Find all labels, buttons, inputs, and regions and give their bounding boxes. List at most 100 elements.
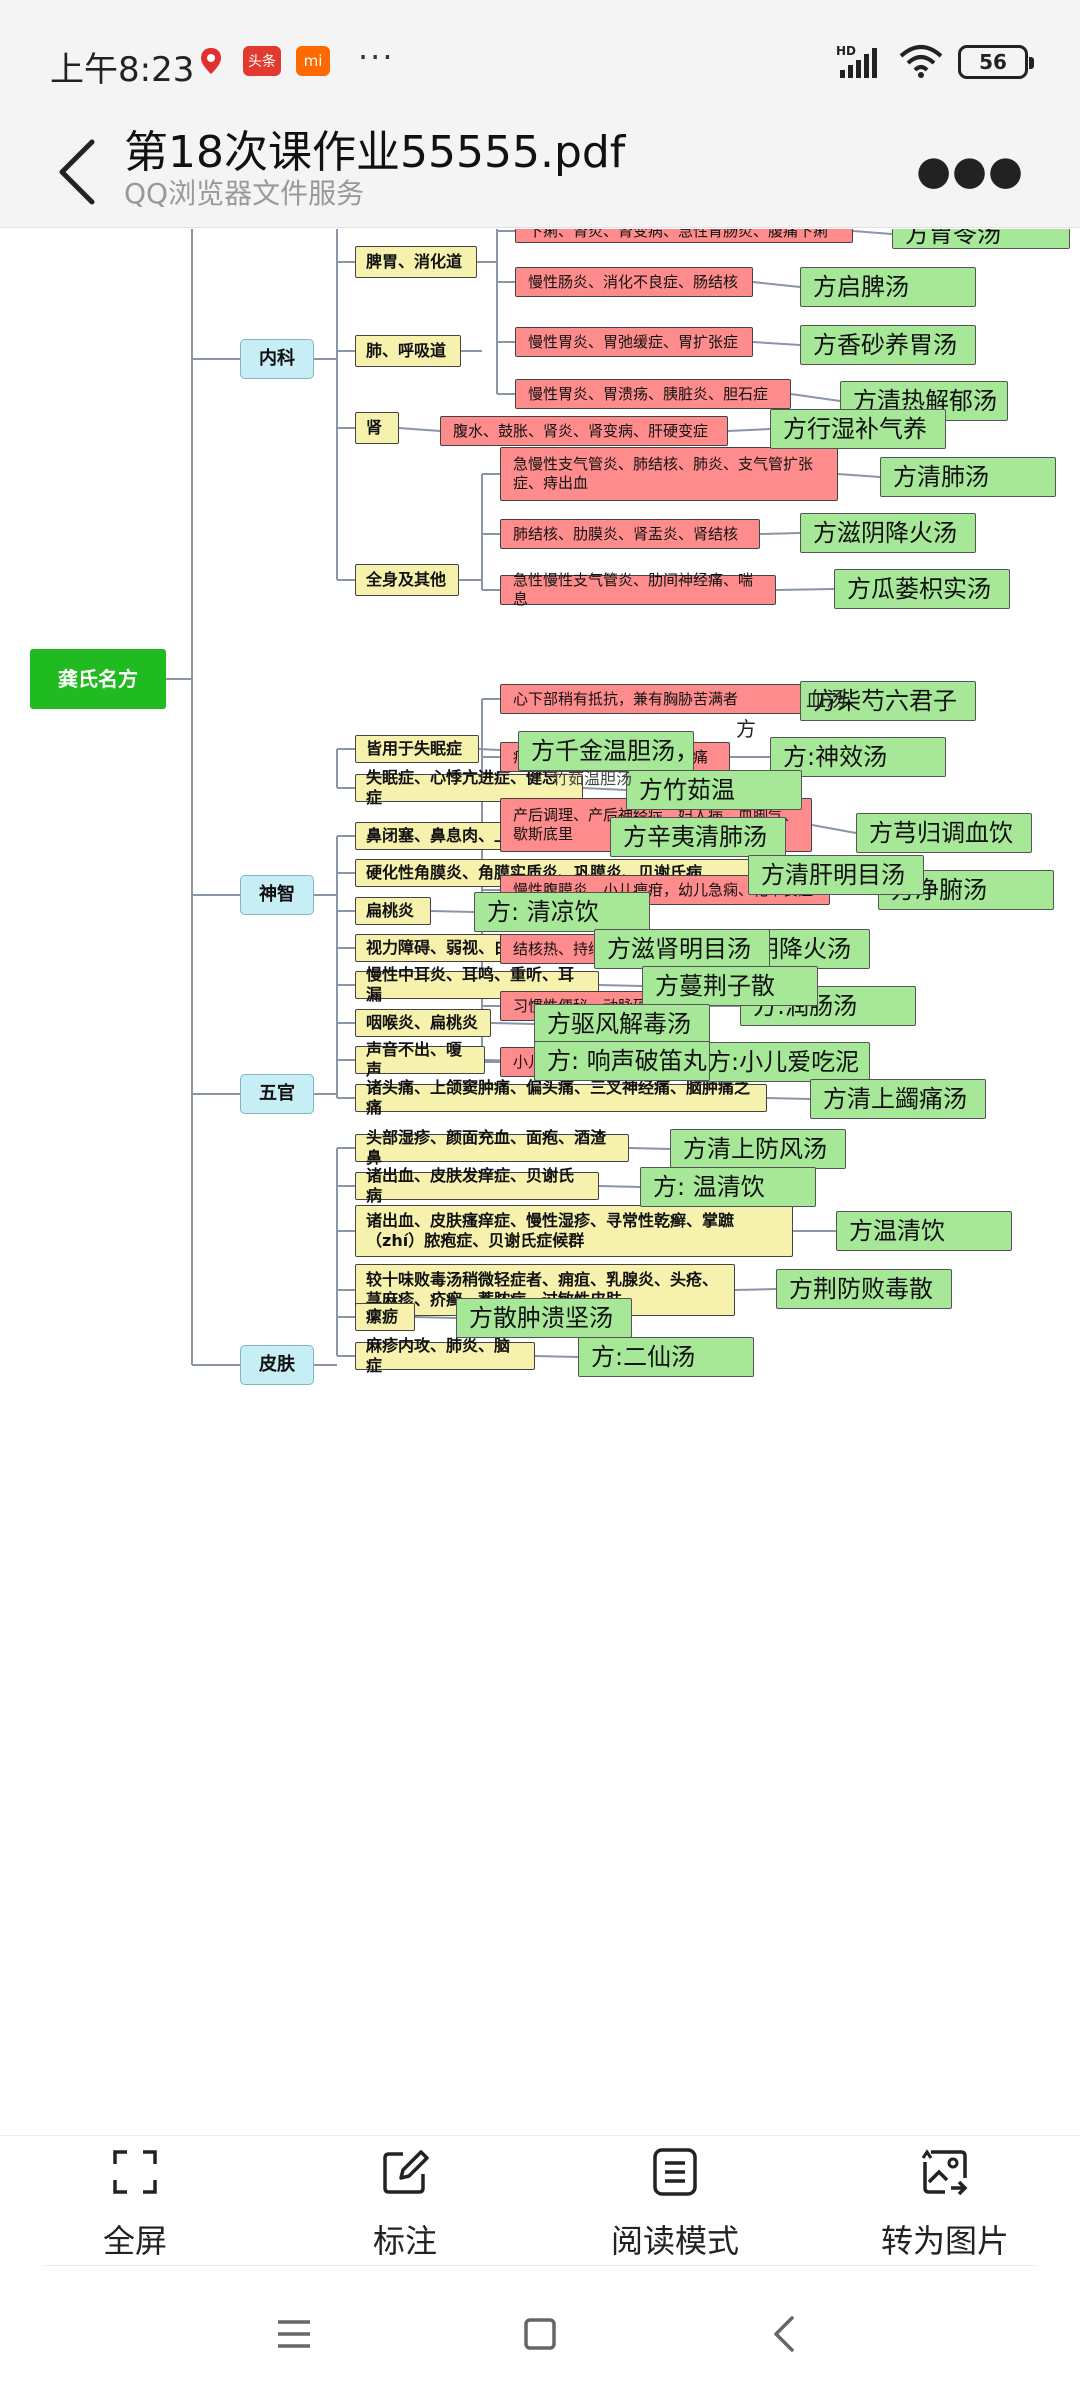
symptom-node: 慢性肠炎、消化不良症、肠结核	[515, 267, 753, 297]
subgroup-node: 麻疹内攻、肺炎、脑症	[355, 1336, 535, 1375]
connector-line	[852, 230, 893, 235]
connector-line	[790, 393, 841, 402]
back-arrow-icon	[59, 139, 95, 205]
symptom-node: 下痢、肾炎、肾变病、急性胃肠炎、腹痛下痢	[515, 229, 853, 243]
stray-text: 竹茹温胆汤	[552, 769, 633, 788]
prescription-node: 方胃苓汤	[892, 229, 1070, 249]
status-time: 上午8:23	[50, 50, 195, 90]
connector-line	[775, 588, 835, 591]
menu-icon	[278, 2320, 310, 2348]
subgroup-node: 诸头痛、上颌窦肿痛、偏头痛、三叉神经痛、脑肿痛之痛	[355, 1078, 767, 1117]
edit-pencil-icon	[383, 2150, 429, 2194]
connector-line	[430, 910, 475, 913]
prescription-node: 方竹茹温	[626, 770, 802, 810]
stray-text: 方	[736, 717, 756, 741]
connector-line	[398, 427, 441, 432]
subgroup-node: 诸出血、皮肤发痒症、贝谢氏病	[355, 1166, 599, 1205]
subgroup-node: 扁桃炎	[355, 897, 431, 925]
prescription-node: 方: 清凉饮	[474, 892, 650, 932]
connector-line	[582, 787, 627, 791]
prescription-node: 方清肝明目汤	[748, 855, 924, 895]
document-title: 第18次课作业55555.pdf	[124, 127, 626, 178]
menu-nav-button[interactable]	[270, 2310, 318, 2358]
subgroup-node: 失眠症、心悸亢进症、健忘症	[355, 768, 583, 807]
category-node: 五官	[240, 1074, 314, 1114]
prescription-node: 方清上防风汤	[670, 1129, 846, 1169]
mind-map-connectors	[166, 229, 893, 1366]
symptom-node: 心下部稍有抵抗，兼有胸胁苦满者	[500, 684, 806, 714]
prescription-node: 方:二仙汤	[578, 1337, 754, 1377]
prescription-node: 方温清饮	[836, 1211, 1012, 1251]
category-node: 神智	[240, 875, 314, 915]
connector-line	[766, 1097, 811, 1100]
prescription-node: 方驱风解毒汤	[534, 1004, 710, 1044]
symptom-node: 慢性胃炎、胃溃疡、胰脏炎、胆石症	[515, 379, 791, 409]
prescription-node: 方蔓荆子散	[642, 966, 818, 1006]
prescription-node: 方柴芍六君子	[800, 681, 976, 721]
prescription-node: 方辛夷清肺汤	[610, 817, 786, 857]
annotate-label: 标注	[372, 2222, 437, 2260]
symptom-node: 急慢性支气管炎、肺结核、肺炎、支气管扩张症、痔出血	[500, 447, 838, 501]
subgroup-node: 皆用于失眠症	[355, 735, 479, 763]
stray-text: 血汤	[806, 687, 846, 711]
subgroup-node: 瘰疬	[355, 1303, 415, 1331]
subgroup-node: 声音不出、嗄声	[355, 1040, 485, 1079]
subgroup-node: 肺、呼吸道	[355, 335, 461, 367]
connector-line	[598, 984, 643, 987]
wifi-icon	[899, 45, 943, 78]
fullscreen-label: 全屏	[102, 2222, 167, 2260]
status-right-group: HD 56	[836, 44, 1034, 80]
subgroup-node: 诸出血、皮肤瘙痒症、慢性湿疹、寻常性乾癣、掌蹠（zhí）脓疱症、贝谢氏症候群	[355, 1205, 793, 1257]
signal-icon: HD	[836, 44, 877, 78]
prescription-node: 方清上蠲痛汤	[810, 1079, 986, 1119]
prescription-node: 方荆防败毒散	[776, 1269, 952, 1309]
convert-to-image-label: 转为图片	[880, 2222, 1009, 2260]
subgroup-node: 咽喉炎、扁桃炎	[355, 1009, 491, 1037]
connector-line	[837, 473, 881, 478]
document-header: 第18次课作业55555.pdf QQ浏览器文件服务 ●●●	[0, 110, 1080, 228]
connector-line	[752, 341, 801, 346]
connector-line	[598, 1185, 641, 1188]
connector-line	[534, 1355, 579, 1358]
home-square-icon	[524, 2318, 556, 2350]
convert-to-image-button[interactable]: 转为图片	[845, 2148, 1045, 2260]
prescription-node: 方散肿溃坚汤	[456, 1298, 632, 1338]
mi-app-icon: mi	[296, 46, 330, 76]
back-button[interactable]	[52, 132, 112, 212]
bottom-toolbar: 全屏 标注 阅读模式 转为图片	[0, 2135, 1080, 2265]
prescription-node: 方滋肾明目汤	[594, 929, 770, 969]
status-bar: 上午8:23 头条 mi ··· HD 56	[0, 0, 1080, 110]
symptom-node: 急性慢性支气管炎、肋间神经痛、喘息	[500, 571, 776, 608]
connector-line	[811, 824, 857, 834]
subgroup-node: 全身及其他	[355, 564, 459, 596]
symptom-node: 腹水、鼓胀、肾炎、肾变病、肝硬变症	[440, 416, 728, 446]
mind-map: 龚氏名方内科神智五官皮肤脾胃、消化道肺、呼吸道肾全身及其他皆用于失眠症失眠症、心…	[0, 229, 1080, 2135]
reading-mode-button[interactable]: 阅读模式	[575, 2148, 775, 2260]
connector-line	[414, 1316, 457, 1319]
connector-line	[734, 1288, 777, 1291]
prescription-node: 方瓜蒌枳实汤	[834, 569, 1010, 609]
location-pin-icon	[196, 46, 226, 76]
prescription-node: 方滋阴降火汤	[800, 513, 976, 553]
subgroup-node: 脾胃、消化道	[355, 246, 477, 278]
prescription-node: 方香砂养胃汤	[800, 325, 976, 365]
more-options-button[interactable]: ●●●	[916, 148, 1024, 194]
toutiao-app-icon: 头条	[243, 46, 281, 76]
connector-line	[727, 428, 771, 432]
prescription-node: 方行湿补气养	[770, 409, 946, 449]
root-node: 龚氏名方	[30, 649, 166, 709]
battery-indicator: 56	[958, 45, 1034, 79]
annotate-button[interactable]: 标注	[305, 2148, 505, 2260]
pdf-viewer[interactable]: 龚氏名方内科神智五官皮肤脾胃、消化道肺、呼吸道肾全身及其他皆用于失眠症失眠症、心…	[0, 229, 1080, 2135]
fullscreen-button[interactable]: 全屏	[35, 2148, 235, 2260]
prescription-node: 方千金温胆汤，	[518, 731, 699, 771]
symptom-node: 肺结核、肋膜炎、肾盂炎、肾结核	[500, 519, 760, 549]
connector-line	[752, 281, 801, 288]
back-nav-button[interactable]	[762, 2310, 810, 2358]
home-nav-button[interactable]	[516, 2310, 564, 2358]
symptom-node: 慢性胃炎、胃弛缓症、胃扩张症	[515, 327, 753, 357]
subgroup-node: 肾	[355, 412, 399, 444]
prescription-node: 方:小儿爱吃泥	[694, 1042, 870, 1082]
prescription-node: 方启脾汤	[800, 267, 976, 307]
back-chevron-icon	[774, 2316, 794, 2352]
